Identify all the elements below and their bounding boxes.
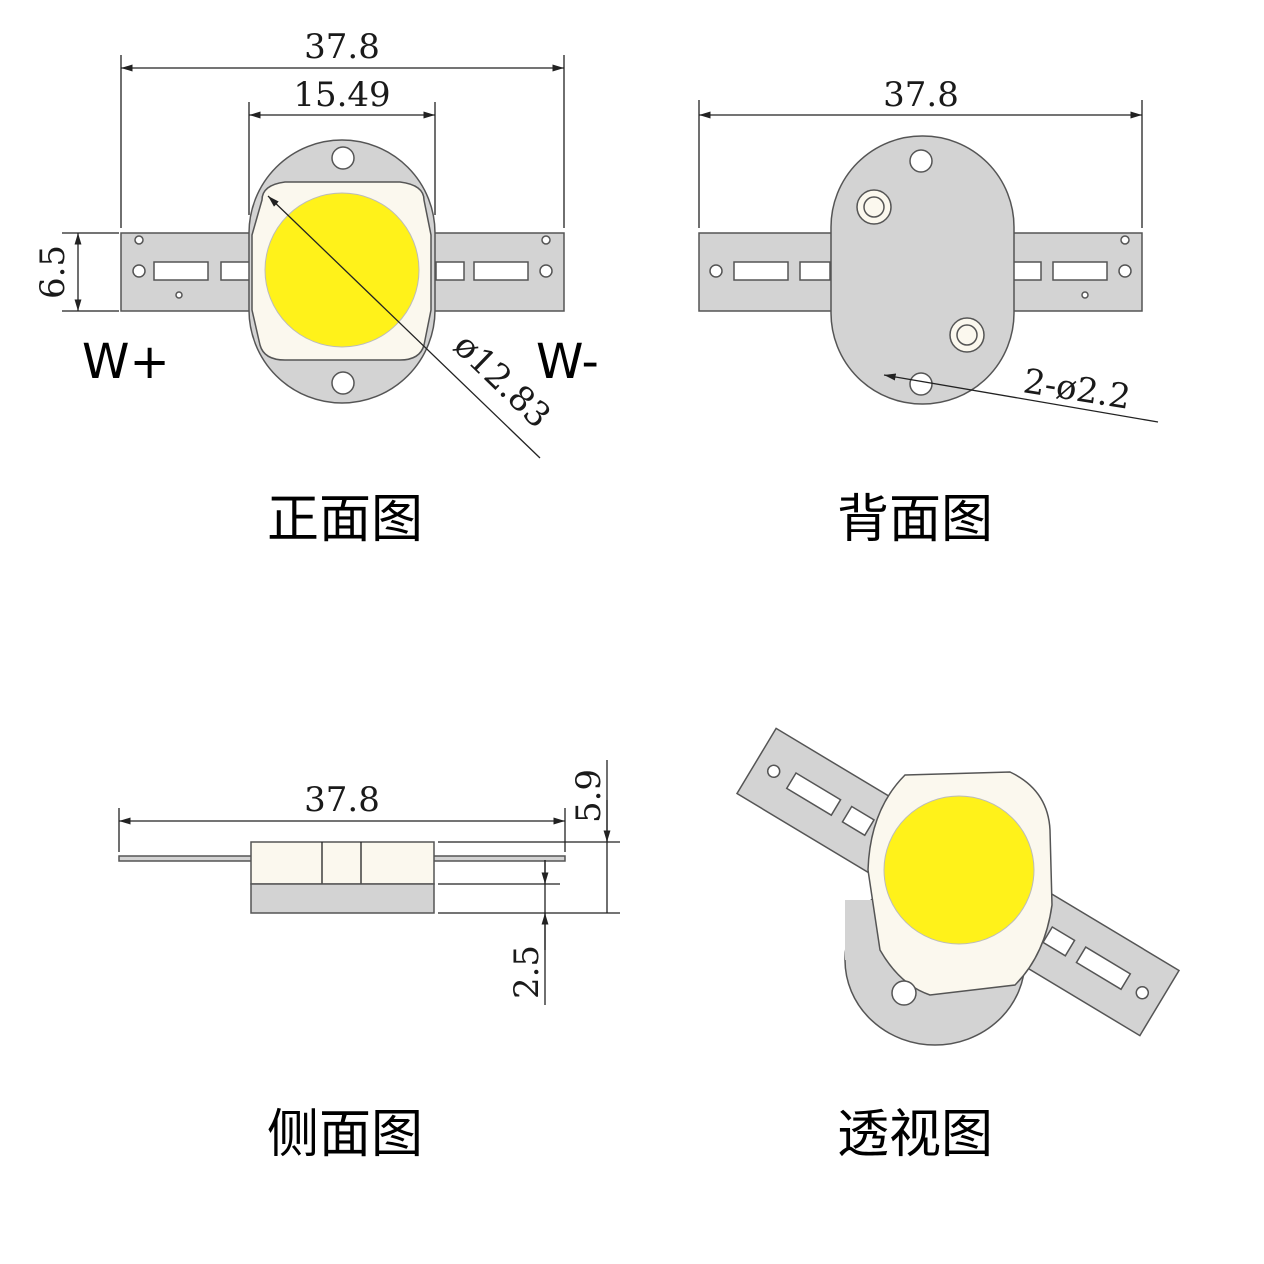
front-body-width-label: 15.49 <box>293 75 390 115</box>
persp-strip-hole <box>1135 985 1150 1000</box>
back-terminal <box>956 324 978 346</box>
back-overall-width-label: 37.8 <box>883 75 959 115</box>
back-mount-hole <box>909 372 933 396</box>
front-view: 37.8 15.49 6.5 ø12.83 W+ W- <box>33 27 599 459</box>
back-strip-hole <box>1120 235 1130 245</box>
side-total-height-label: 5.9 <box>569 769 609 823</box>
front-overall-width-label: 37.8 <box>304 27 380 67</box>
front-strip-hole <box>132 264 146 278</box>
front-strip-hole <box>134 235 144 245</box>
side-view: 37.8 5.9 2.5 <box>118 760 620 1005</box>
persp-lens <box>883 795 1035 945</box>
side-upper-body <box>250 841 435 885</box>
front-strip-hole <box>541 235 551 245</box>
back-strip-slot <box>799 261 831 281</box>
back-view: 37.8 2-ø2.2 <box>698 75 1159 423</box>
front-lens <box>264 192 420 348</box>
persp-strip-slot <box>1075 946 1132 991</box>
back-strip-hole <box>1081 291 1089 299</box>
back-strip-slot <box>1052 261 1108 281</box>
perspective-view-caption: 透视图 <box>837 1105 993 1165</box>
front-strip-height-label: 6.5 <box>33 245 73 299</box>
persp-strip-slot <box>785 771 842 817</box>
back-strip-hole <box>1118 264 1132 278</box>
persp-strip-slot <box>841 805 876 837</box>
front-strip-slot <box>473 261 529 281</box>
front-strip-hole <box>539 264 553 278</box>
front-strip-slot <box>435 261 465 281</box>
perspective-view <box>735 727 1181 1046</box>
side-overall-width-label: 37.8 <box>304 780 380 820</box>
lens-diameter-leader <box>267 195 541 459</box>
front-mount-hole <box>331 146 355 170</box>
front-view-caption: 正面图 <box>267 490 423 550</box>
persp-mount-hole <box>891 980 917 1006</box>
back-strip-hole <box>709 264 723 278</box>
side-base-height-label: 2.5 <box>507 945 547 999</box>
persp-strip-slot <box>1041 925 1076 957</box>
front-neg-label: W- <box>536 334 599 390</box>
front-mount-hole <box>331 371 355 395</box>
persp-strip-hole <box>766 764 781 779</box>
side-base <box>250 883 435 914</box>
back-terminal <box>863 196 885 218</box>
front-strip-slot <box>220 261 252 281</box>
front-strip-hole <box>175 291 183 299</box>
back-mount-hole <box>909 149 933 173</box>
holes-leader <box>883 373 1159 423</box>
back-view-caption: 背面图 <box>837 490 993 550</box>
front-strip-slot <box>153 261 209 281</box>
side-view-caption: 侧面图 <box>267 1105 423 1165</box>
front-pos-label: W+ <box>82 334 170 390</box>
back-strip-slot <box>1012 261 1042 281</box>
back-holes-label: 2-ø2.2 <box>1021 361 1134 417</box>
back-body <box>830 135 1015 405</box>
back-strip-slot <box>733 261 789 281</box>
